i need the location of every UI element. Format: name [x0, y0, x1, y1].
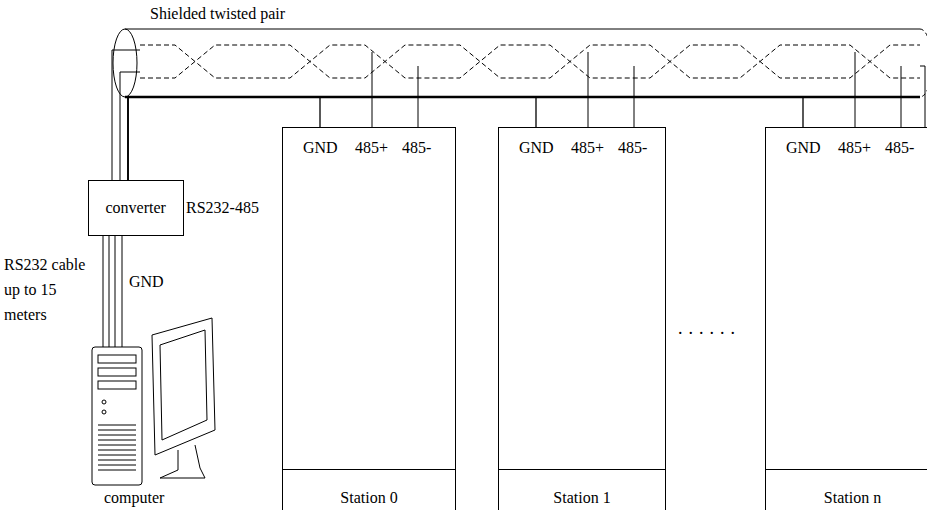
pin-label: 485+	[838, 138, 871, 158]
twisted-wire	[140, 45, 920, 78]
tap-wire	[901, 66, 902, 127]
computer-icon	[92, 318, 215, 485]
device-label: computer	[104, 488, 164, 508]
pin-label: GND	[786, 138, 821, 158]
pin-label: 485+	[571, 138, 604, 158]
cable-note: RS232 cable up to 15 meters	[4, 252, 96, 327]
signal-name: GND	[129, 272, 164, 292]
wire	[120, 72, 140, 180]
pin-label: GND	[303, 138, 338, 158]
rs232-cable	[103, 235, 104, 347]
station-name: Station n	[824, 488, 881, 508]
station-name: Station 1	[553, 488, 610, 508]
tap-wire	[920, 66, 925, 127]
station-box: GND 485+ 485- Station n	[765, 127, 927, 510]
gnd-connector	[128, 97, 803, 180]
twisted-wire	[140, 45, 920, 78]
pin-label: 485-	[618, 138, 647, 158]
rs232-cable	[109, 235, 110, 347]
converter-box: converter	[88, 180, 184, 236]
box-title: converter	[105, 198, 165, 218]
tap-wire	[855, 52, 856, 127]
wire	[112, 50, 140, 180]
station-box: GND 485+ 485- Station 0	[282, 127, 456, 510]
cable-end	[920, 29, 927, 97]
station-name: Station 0	[340, 488, 397, 508]
cable-end	[113, 29, 137, 97]
station-box: GND 485+ 485- Station 1	[498, 127, 666, 510]
tap-wire	[372, 52, 373, 127]
cable-label: Shielded twisted pair	[150, 4, 285, 24]
pin-label: 485-	[402, 138, 431, 158]
pin-label: GND	[519, 138, 554, 158]
station-footer: Station 0	[283, 469, 455, 510]
converter-type: RS232-485	[186, 198, 259, 218]
station-footer: Station n	[766, 469, 927, 510]
tap-wire	[588, 52, 589, 127]
gnd-wire	[122, 235, 123, 347]
pin-label: 485-	[885, 138, 914, 158]
ellipsis: ......	[678, 318, 741, 338]
station-footer: Station 1	[499, 469, 665, 510]
rs232-cable	[115, 235, 116, 347]
pin-label: 485+	[355, 138, 388, 158]
cable-outline	[125, 29, 920, 30]
